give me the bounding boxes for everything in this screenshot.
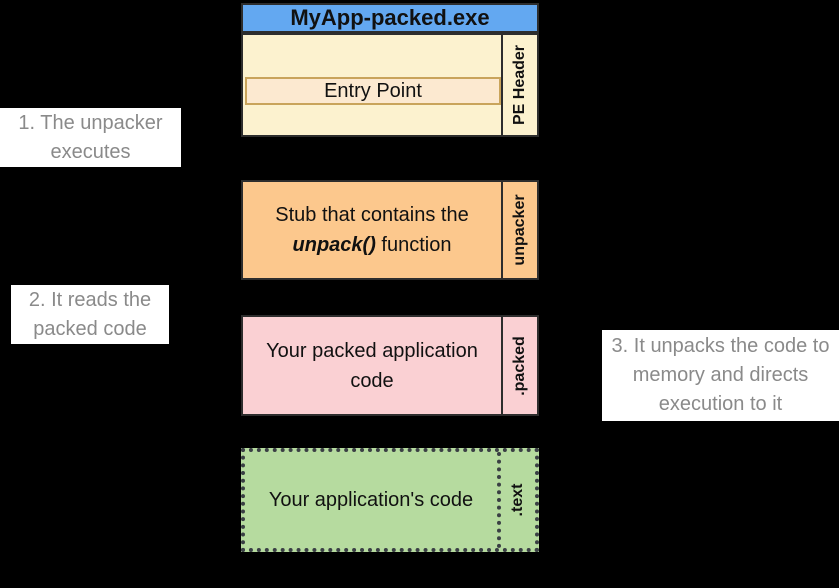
executable-title: MyApp-packed.exe [290,5,490,30]
annotation-step3: 3. It unpacks the code to memory and dir… [602,330,839,421]
unpacker-body-text: Stub that contains the unpack() function [243,200,501,260]
unpacker-text-before: Stub that contains the [275,204,469,226]
packed-label: .packed [511,335,528,396]
unpacker-body: Stub that contains the unpack() function [243,182,501,278]
annotation-step3-text: 3. It unpacks the code to memory and dir… [611,335,830,415]
text-section: Your application's code .text [241,448,539,552]
pe-header-section: Entry Point PE Header [241,33,539,137]
annotation-step2-text: 2. It reads the packed code [28,288,152,340]
entry-point-box: Entry Point [245,77,501,105]
pe-header-body: Entry Point [243,35,501,135]
pe-header-label: PE Header [511,44,528,126]
annotation-step2: 2. It reads the packed code [11,285,169,344]
annotation-step1: 1. The unpacker executes [0,108,181,167]
text-label-column: .text [497,452,535,548]
executable-title-bar: MyApp-packed.exe [241,3,539,33]
unpacker-section: Stub that contains the unpack() function… [241,180,539,280]
pe-header-label-column: PE Header [501,35,537,135]
unpack-function-name: unpack() [292,234,376,256]
packed-body-text: Your packed application code [266,339,478,392]
annotation-step1-text: 1. The unpacker executes [18,111,163,163]
packed-label-column: .packed [501,317,537,414]
text-body: Your application's code [245,452,497,548]
unpacker-text-after: function [381,234,452,256]
entry-point-label: Entry Point [324,80,422,102]
unpacker-label-column: unpacker [501,182,537,278]
packed-body: Your packed application code [243,317,501,414]
unpacker-label: unpacker [511,194,528,266]
text-body-text: Your application's code [268,489,474,511]
text-label: .text [509,483,526,517]
packed-section: Your packed application code .packed [241,315,539,416]
